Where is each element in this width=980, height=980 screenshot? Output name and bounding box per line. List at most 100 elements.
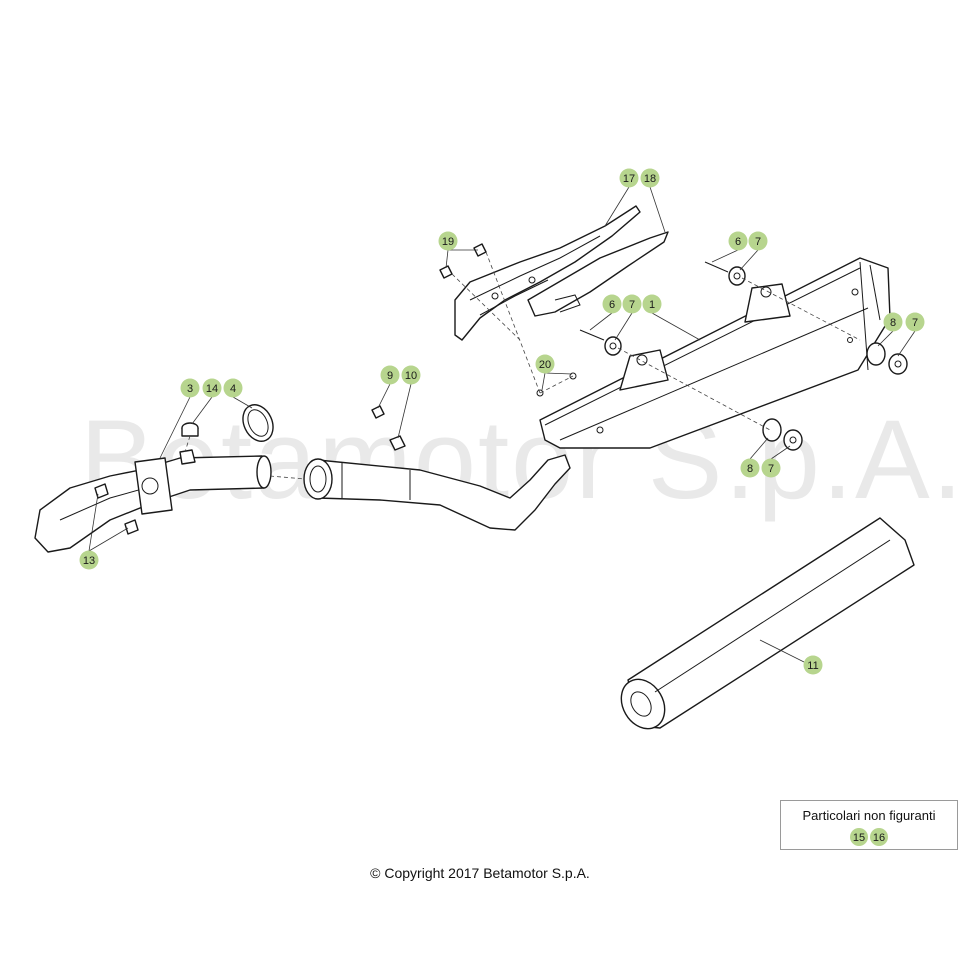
callout-circle [79,550,99,570]
callout-badge-10[interactable]: 10 [401,365,421,385]
callout-label: 3 [187,383,193,395]
leader-line [759,639,805,663]
callout-circle [401,365,421,385]
link-pipe [303,454,571,531]
callout-badge-18[interactable]: 18 [640,168,660,188]
header-pipe [34,449,272,553]
leader-line [711,249,739,263]
callout-label: 11 [807,660,818,672]
callout-label: 7 [768,463,774,475]
callout-label: 20 [539,359,551,371]
callout-circle [438,231,458,251]
callout-badge-3[interactable]: 3 [180,378,200,398]
leader-line [232,396,253,409]
callout-badge-6[interactable]: 6 [602,294,622,314]
callout-circle [642,294,662,314]
leader-line [877,330,894,347]
callout-label: 18 [644,173,656,185]
callout-circle [640,168,660,188]
svg-text:16: 16 [873,832,885,844]
leader-line [88,493,99,552]
callout-circle [619,168,639,188]
copyright-text: © Copyright 2017 Betamotor S.p.A. [370,865,590,881]
leader-line [614,312,633,341]
leader-lines [88,186,916,663]
callout-label: 1 [649,299,655,311]
callout-circle [202,378,222,398]
svg-text:15: 15 [853,832,865,844]
leader-line [897,330,916,357]
callout-label: 19 [442,236,454,248]
callout-circle [622,294,642,314]
leader-line [770,445,791,460]
callout-circle [535,354,555,374]
callout-circle [883,312,903,332]
callout-badge-20[interactable]: 20 [535,354,555,374]
fasteners [94,243,577,535]
leader-line [88,527,129,552]
callout-label: 14 [206,383,218,395]
callout-badge-4[interactable]: 4 [223,378,243,398]
non-illustrated-parts-legend: Particolari non figuranti 15 16 [780,800,958,850]
legend-badges: 15 16 [850,828,888,846]
callout-label: 7 [755,236,761,248]
callout-label: 9 [387,370,393,382]
leader-line [397,383,412,439]
silencer-packing [620,517,915,730]
exhaust-gasket [242,404,274,442]
callout-badge-7[interactable]: 7 [905,312,925,332]
callout-circle [803,655,823,675]
callout-badge-14[interactable]: 14 [202,378,222,398]
callout-badge-7[interactable]: 7 [761,458,781,478]
callout-circle [748,231,768,251]
callout-label: 6 [735,236,741,248]
leader-line [191,396,213,425]
callout-badge-8[interactable]: 8 [883,312,903,332]
heat-shield [454,205,669,341]
leader-line [445,249,449,269]
callout-badge-17[interactable]: 17 [619,168,639,188]
callout-badge-6[interactable]: 6 [728,231,748,251]
leader-line [159,396,191,459]
callout-circle [380,365,400,385]
legend-title: Particolari non figuranti [802,808,936,823]
callout-circle [728,231,748,251]
callout-circle [180,378,200,398]
legend-badge-16[interactable]: 16 [870,828,888,846]
callout-circle [223,378,243,398]
callout-label: 7 [629,299,635,311]
callout-circle [905,312,925,332]
callout-circle [761,458,781,478]
plug-cap [181,422,199,437]
callout-badge-1[interactable]: 1 [642,294,662,314]
leader-line [589,312,613,331]
leader-line [749,437,769,460]
callout-circle [602,294,622,314]
legend-badge-15[interactable]: 15 [850,828,868,846]
leader-line [651,312,701,341]
callout-badge-7[interactable]: 7 [748,231,768,251]
callout-badge-7[interactable]: 7 [622,294,642,314]
leader-line [377,383,391,409]
leader-line [649,186,666,233]
leader-line [544,372,573,375]
callout-badge-19[interactable]: 19 [438,231,458,251]
leader-line [541,372,546,391]
leader-line [604,186,630,227]
callout-badge-8[interactable]: 8 [740,458,760,478]
callout-label: 13 [83,555,95,567]
callout-badge-13[interactable]: 13 [79,550,99,570]
callout-label: 6 [609,299,615,311]
assembly-lines [184,251,861,480]
callout-label: 10 [405,370,417,382]
callout-label: 17 [623,173,635,185]
washers [579,261,908,451]
silencer-body [539,257,891,449]
callout-badge-11[interactable]: 11 [803,655,823,675]
callout-label: 7 [912,317,918,329]
callout-circle [740,458,760,478]
callout-badge-9[interactable]: 9 [380,365,400,385]
